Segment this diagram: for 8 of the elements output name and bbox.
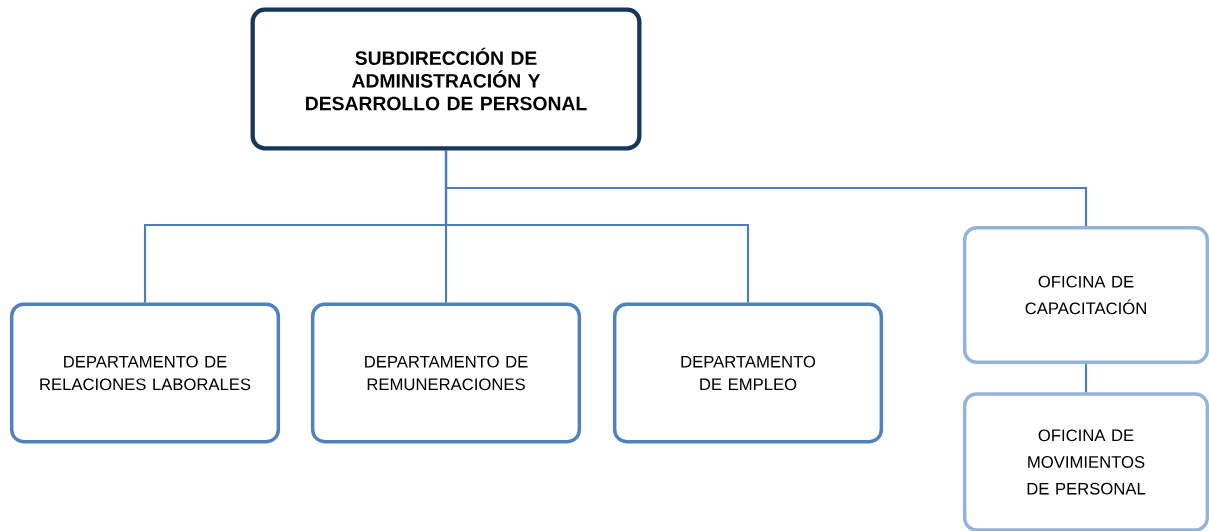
department-box: DEPARTAMENTO DE RELACIONES LABORALES (9, 302, 281, 444)
connector-line (1084, 364, 1088, 393)
office-box: OFICINA DE CAPACITACIÓN (962, 225, 1209, 365)
department-box: DEPARTAMENTO DE REMUNERACIONES (310, 302, 582, 444)
office-box: OFICINA DE MOVIMIENTOS DE PERSONAL (962, 392, 1209, 531)
management-box: SUBDIRECCIÓN DE ADMINISTRACIÓN Y DESARROLLO DE PERSONAL (250, 7, 642, 151)
department-box: DEPARTAMENTO DE EMPLEO (612, 302, 884, 444)
connector-line (444, 150, 1088, 226)
